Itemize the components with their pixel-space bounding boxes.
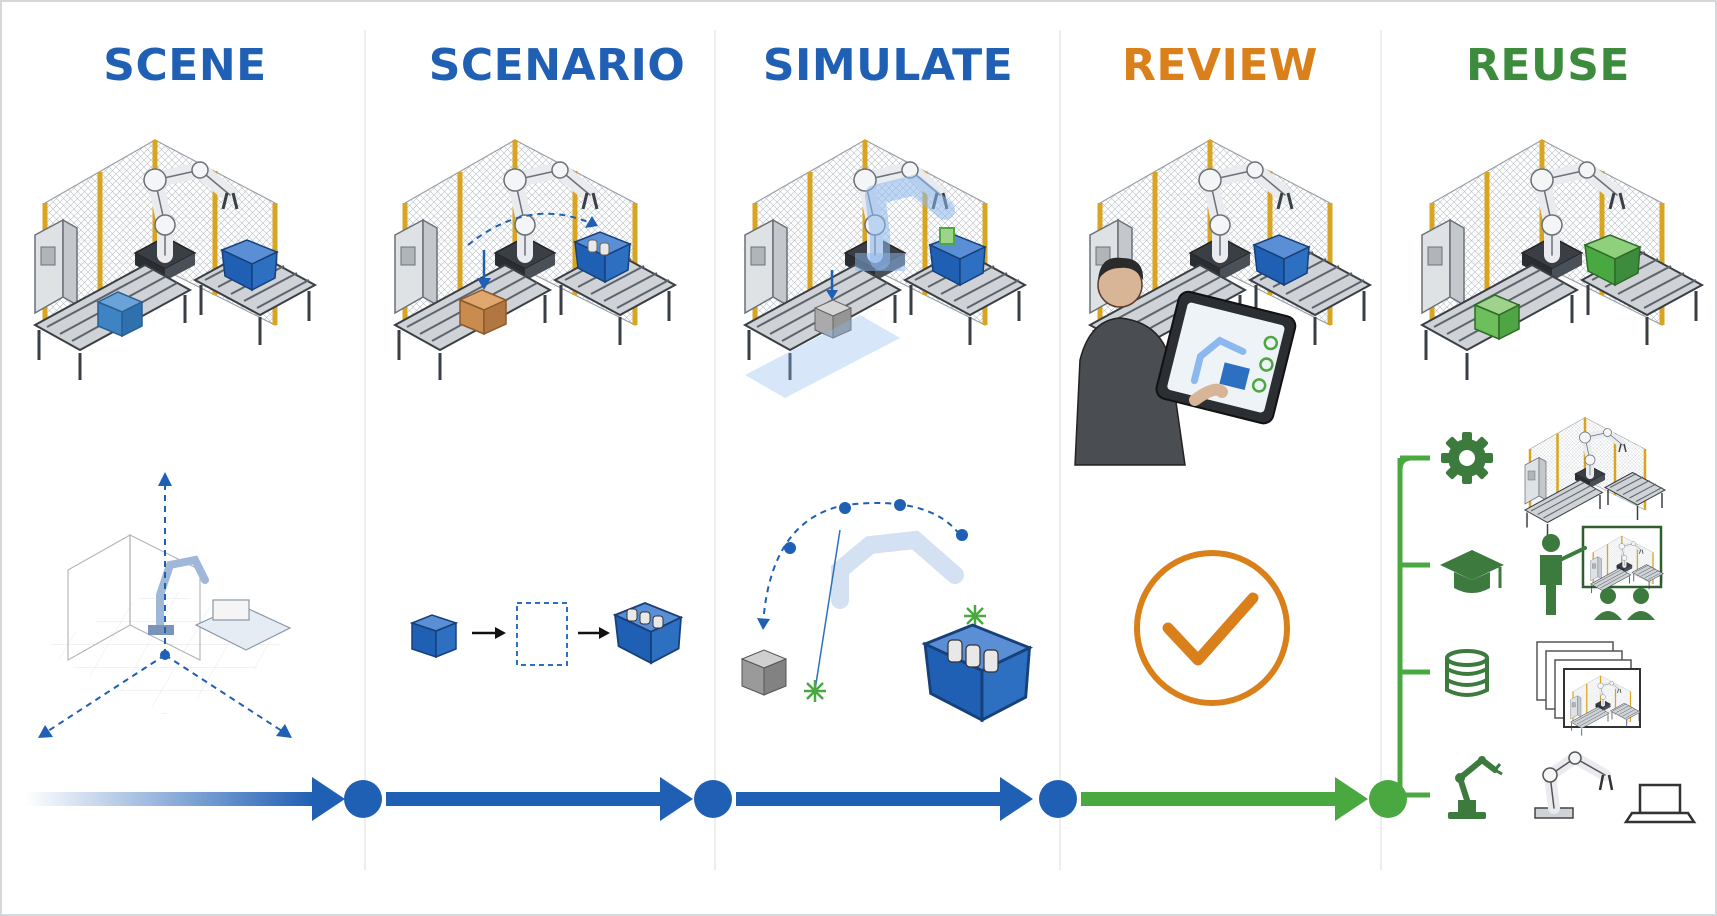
stage-title-scene: SCENE bbox=[103, 40, 267, 91]
robot-and-laptop-thumbnail bbox=[1534, 750, 1697, 824]
simulate-trajectory-diagram bbox=[740, 499, 1031, 722]
reuse-branch-tree bbox=[1397, 455, 1430, 798]
robot-arm-icon bbox=[1448, 756, 1503, 819]
scenario-cell-illustration bbox=[385, 140, 675, 380]
scenario-library-thumbnail bbox=[1536, 641, 1643, 738]
stage-title-scenario: SCENARIO bbox=[428, 40, 686, 91]
reuse-cell-illustration bbox=[1412, 140, 1702, 380]
graduation-cap-icon bbox=[1440, 550, 1504, 593]
scene-coordinate-diagram bbox=[38, 472, 292, 738]
stage-title-simulate: SIMULATE bbox=[762, 40, 1014, 91]
stage-title-reuse: REUSE bbox=[1466, 40, 1630, 91]
robot-cell-thumbnail bbox=[1520, 418, 1665, 538]
timeline bbox=[25, 777, 1407, 821]
training-presentation-thumbnail bbox=[1540, 525, 1663, 620]
gear-icon bbox=[1441, 432, 1493, 484]
database-icon bbox=[1445, 649, 1489, 697]
review-cell-illustration bbox=[1075, 140, 1370, 466]
review-approval-check bbox=[1134, 550, 1290, 706]
scene-cell-illustration bbox=[25, 140, 315, 380]
stage-title-review: REVIEW bbox=[1122, 40, 1318, 91]
scenario-sequence-diagram bbox=[409, 602, 682, 666]
simulate-cell-illustration bbox=[735, 140, 1025, 398]
